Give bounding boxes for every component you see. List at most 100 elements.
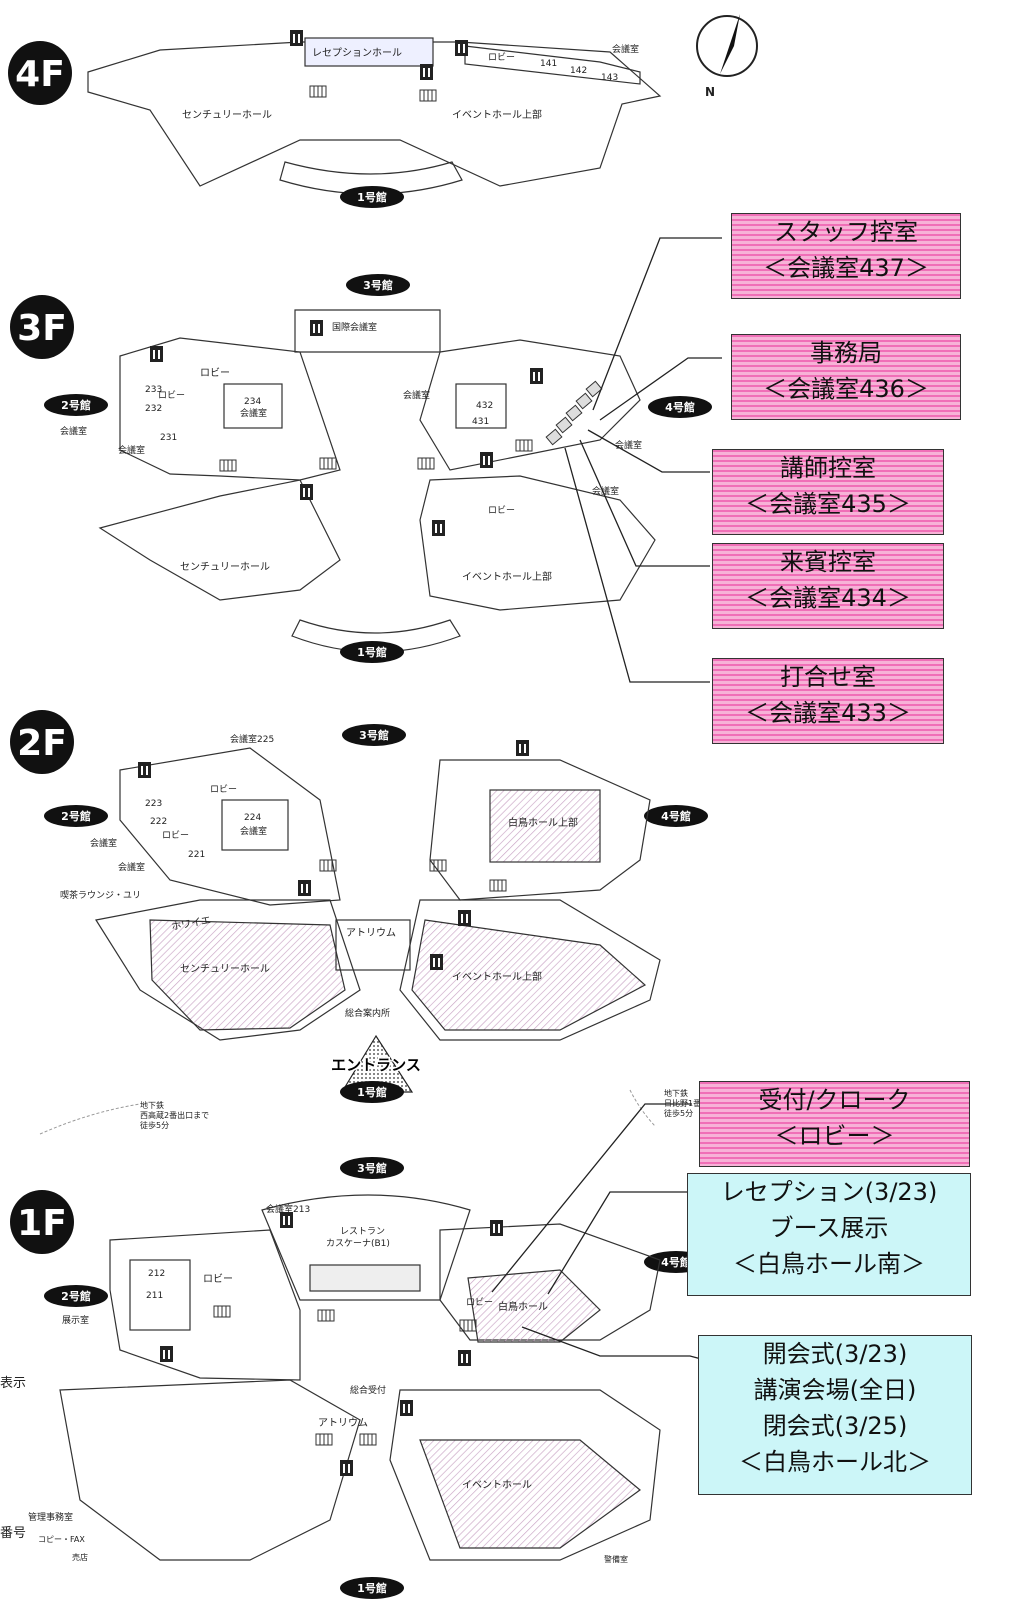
restroom-icon xyxy=(150,346,163,362)
callout-room: ＜会議室436＞ xyxy=(763,375,929,403)
room-233: 233 xyxy=(145,385,162,395)
room-reception-hall: レセプションホール xyxy=(312,47,402,59)
room-meeting: 会議室 xyxy=(615,439,642,451)
callout-room: ＜ロビー＞ xyxy=(774,1122,895,1150)
callout-title: レセプション(3/23) xyxy=(720,1178,938,1206)
stairs-icon xyxy=(489,879,507,892)
svg-text:3号館: 3号館 xyxy=(363,278,393,292)
building-4-tag: 4号館 xyxy=(644,805,708,827)
callout-subtitle: 講演会場(全日) xyxy=(753,1376,917,1404)
room-atrium: アトリウム xyxy=(318,1417,368,1429)
callout-title: 受付/クローク xyxy=(758,1086,911,1114)
stairs-icon xyxy=(417,457,435,470)
restroom-icon xyxy=(516,740,529,756)
room-century-hall: センチュリーホール xyxy=(182,109,272,121)
svg-text:地下鉄: 地下鉄 xyxy=(664,1088,688,1098)
floor-badge-3f: 3F xyxy=(10,295,74,359)
restroom-icon xyxy=(310,320,323,336)
callout-staff-room: スタッフ控室 ＜会議室437＞ xyxy=(731,213,961,299)
building-4-tag: 4号館 xyxy=(648,396,712,418)
building-2-tag: 2号館 xyxy=(44,394,108,416)
room-event-hall-upper: イベントホール上部 xyxy=(452,108,542,121)
restroom-icon xyxy=(490,1220,503,1236)
svg-text:4号館: 4号館 xyxy=(665,400,695,414)
room-intl-meeting: 国際会議室 xyxy=(332,321,377,333)
callout-main-hall: 開会式(3/23) 講演会場(全日) 閉会式(3/25) ＜白鳥ホール北＞ xyxy=(698,1335,972,1495)
floor-2f: 2F 3号館 2号館 4号館 会議室225 ロビー ロビー 223 xyxy=(10,710,733,1135)
svg-text:徒歩5分: 徒歩5分 xyxy=(140,1120,169,1130)
stairs-icon xyxy=(213,1305,231,1318)
room-142: 142 xyxy=(570,66,587,76)
building-1-tag: 1号館 xyxy=(340,1081,404,1103)
room-meeting: 会議室 xyxy=(403,389,430,401)
callout-reception-booth: レセプション(3/23) ブース展示 ＜白鳥ホール南＞ xyxy=(687,1173,971,1296)
room-shiratori-hall: 白鳥ホール xyxy=(498,1300,548,1313)
room-security: 警備室 xyxy=(604,1554,628,1564)
floor-3f: 3F 3号館 2号館 4号館 国際会議室 ロビー ロビー ロビー 233 xyxy=(10,274,712,663)
subway-left-note: 地下鉄 西高蔵2番出口まで 徒歩5分 xyxy=(39,1100,209,1135)
room-221: 221 xyxy=(188,850,205,860)
svg-text:エントランス: エントランス xyxy=(331,1056,421,1074)
stairs-icon xyxy=(319,457,337,470)
building-3-tag: 3号館 xyxy=(346,274,410,296)
callout-meeting-room: 打合せ室 ＜会議室433＞ xyxy=(712,658,944,744)
restroom-icon xyxy=(300,484,313,500)
callout-subtitle: ブース展示 xyxy=(769,1214,889,1242)
info-desk: 総合案内所 xyxy=(345,1007,390,1019)
restroom-icon xyxy=(432,520,445,536)
callout-title: スタッフ控室 xyxy=(774,218,918,246)
building-3-tag: 3号館 xyxy=(340,1157,404,1179)
room-lobby: ロビー xyxy=(203,1273,233,1285)
room-212: 212 xyxy=(148,1269,165,1279)
room-admin-office: 管理事務室 xyxy=(28,1511,73,1523)
building-1-tag: 1号館 xyxy=(340,1577,404,1599)
room-copy-fax: コピー・FAX xyxy=(38,1535,85,1544)
floor-badge-2f: 2F xyxy=(10,710,74,774)
building-1-tag: 1号館 xyxy=(340,186,404,208)
room-shiratori-hall-upper: 白鳥ホール上部 xyxy=(508,816,578,829)
side-fragment-display: 表示 xyxy=(0,1376,27,1391)
restroom-icon xyxy=(340,1460,353,1476)
svg-text:4号館: 4号館 xyxy=(661,1255,691,1269)
callout-room: ＜会議室434＞ xyxy=(745,584,911,612)
stairs-icon xyxy=(309,85,327,98)
callout-title: 打合せ室 xyxy=(780,663,876,691)
restroom-icon xyxy=(420,64,433,80)
side-fragment-number: 番号 xyxy=(0,1526,27,1541)
room-meeting-234: 会議室 xyxy=(240,407,267,419)
room-lobby: ロビー xyxy=(488,52,515,63)
room-shop: 売店 xyxy=(72,1552,88,1562)
room-lobby: ロビー xyxy=(210,784,237,795)
room-211: 211 xyxy=(146,1291,163,1301)
reception-desk: 総合受付 xyxy=(350,1384,386,1396)
restroom-icon xyxy=(138,762,151,778)
room-century-hall: センチュリーホール xyxy=(180,561,270,573)
compass-icon: N xyxy=(696,14,758,99)
restroom-icon xyxy=(458,910,471,926)
room-event-hall: イベントホール xyxy=(462,1479,532,1491)
callout-room: ＜白鳥ホール北＞ xyxy=(739,1448,931,1476)
floor-4f: 4F レセプションホール ロビー 141 142 143 会議室 センチュリーホ… xyxy=(8,14,758,208)
callout-room: ＜会議室433＞ xyxy=(745,699,911,727)
svg-text:日比野1番出口まで: 日比野1番出口まで xyxy=(664,1098,733,1108)
svg-text:2号館: 2号館 xyxy=(61,1289,91,1303)
building-1-tag: 1号館 xyxy=(340,641,404,663)
room-431: 431 xyxy=(472,417,489,427)
svg-text:2F: 2F xyxy=(17,723,67,764)
svg-text:徒歩5分: 徒歩5分 xyxy=(664,1108,693,1118)
svg-text:西高蔵2番出口まで: 西高蔵2番出口まで xyxy=(140,1110,209,1120)
svg-text:3号館: 3号館 xyxy=(359,728,389,742)
stairs-icon xyxy=(429,859,447,872)
callout-title: 来賓控室 xyxy=(780,548,876,576)
svg-text:N: N xyxy=(705,85,715,99)
floor-1f: 3号館 1F 2号館 4号館 会議室213 レストラン カスケーナ(B1) xyxy=(10,1157,708,1599)
room-meeting: 会議室 xyxy=(90,837,117,849)
svg-text:2号館: 2号館 xyxy=(61,809,91,823)
svg-text:2号館: 2号館 xyxy=(61,398,91,412)
restroom-icon xyxy=(400,1400,413,1416)
room-234: 234 xyxy=(244,397,261,407)
room-meeting: 会議室 xyxy=(612,43,639,55)
svg-text:1号館: 1号館 xyxy=(357,1085,387,1099)
room-event-hall-upper: イベントホール上部 xyxy=(452,970,542,983)
